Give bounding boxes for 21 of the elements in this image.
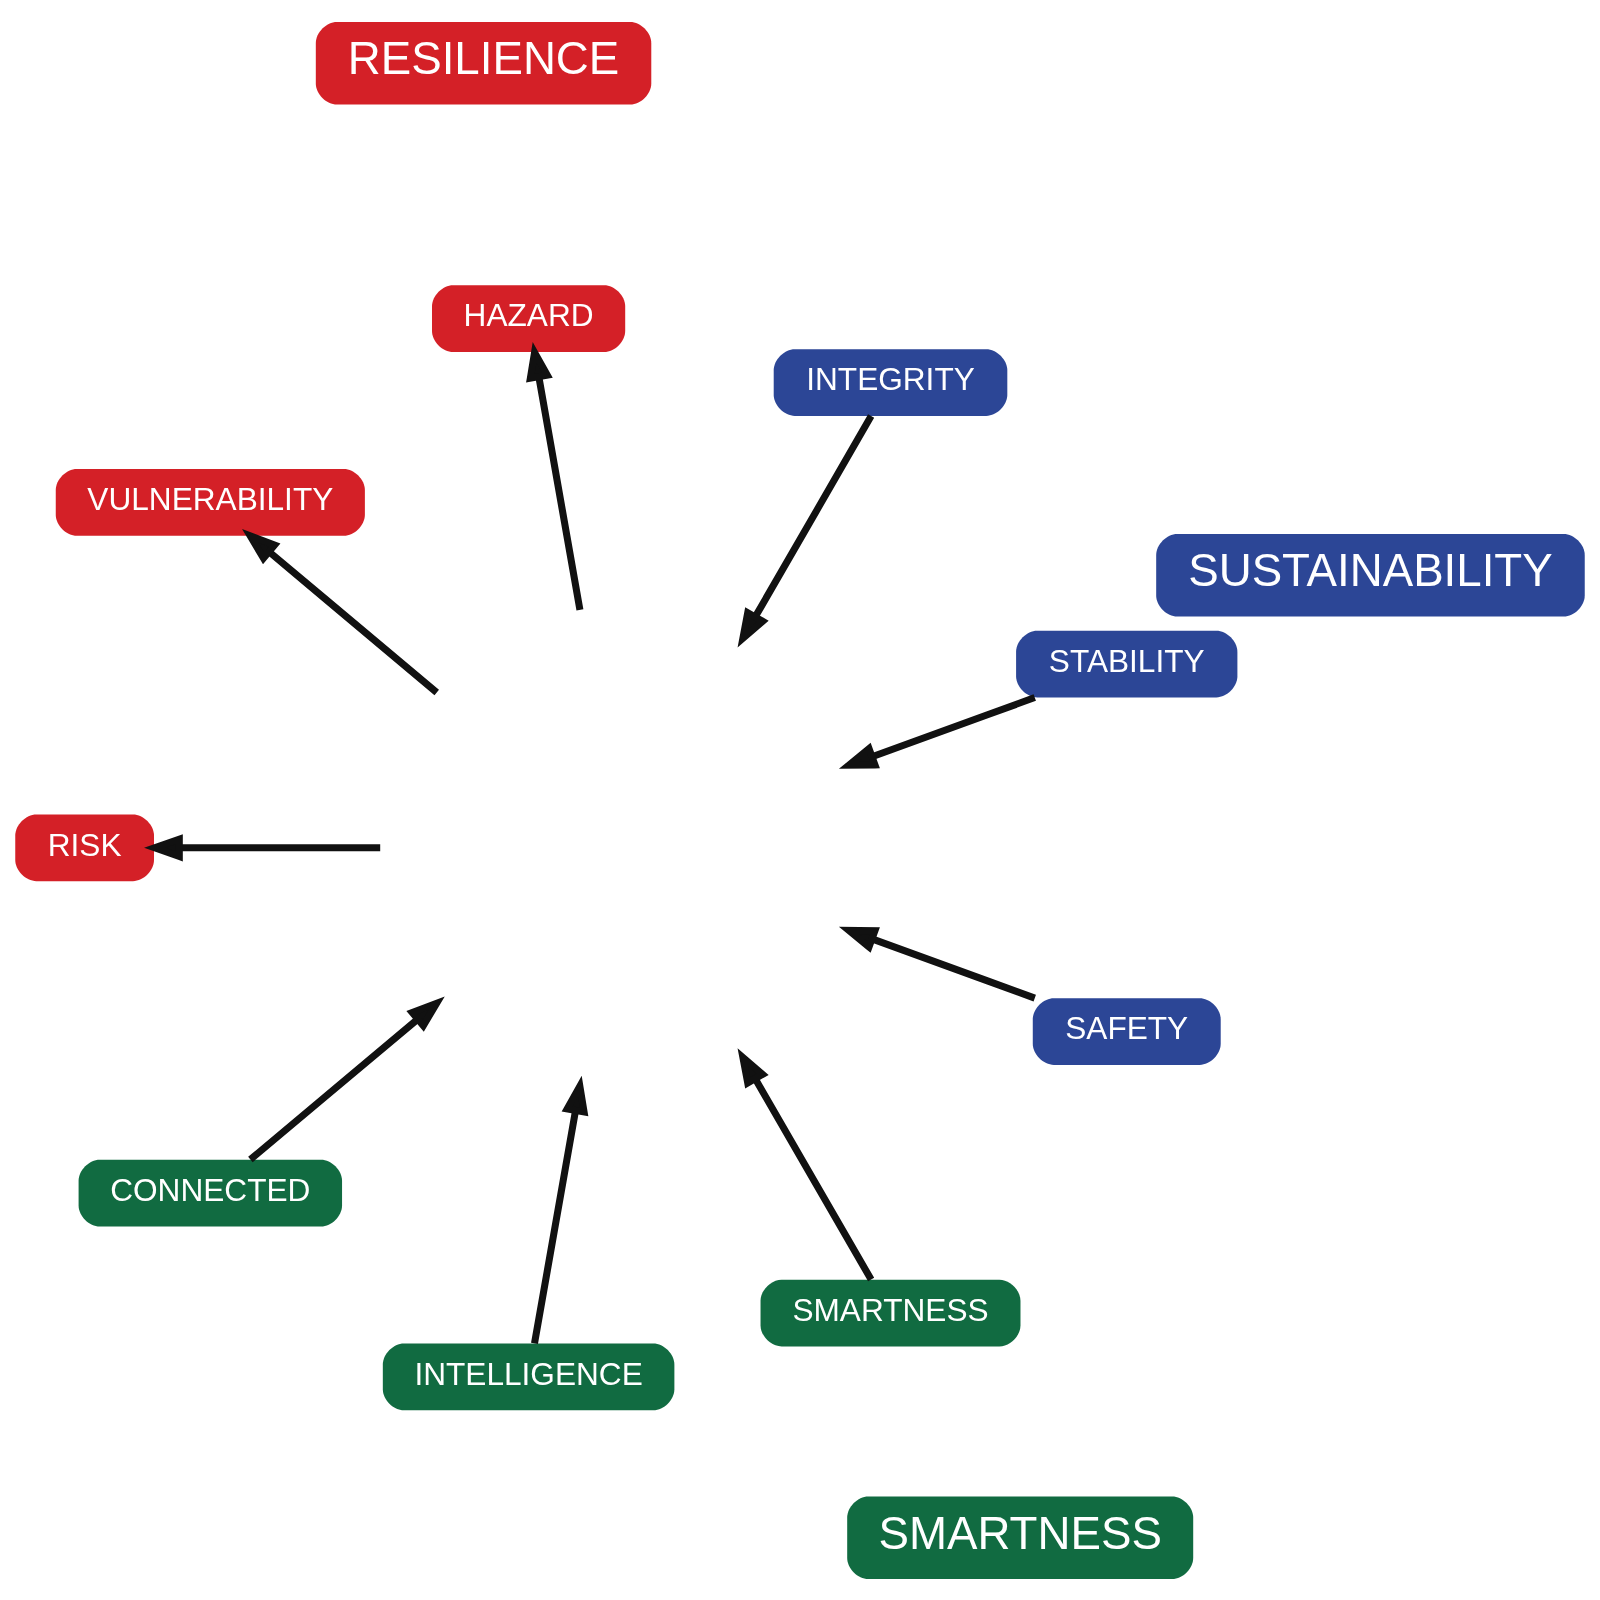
node-box: INTEGRITY — [773, 348, 1008, 416]
arrow — [737, 413, 875, 647]
node-box: STABILITY — [1016, 630, 1238, 697]
node-box: SMARTNESS — [847, 1495, 1194, 1579]
arrow — [248, 995, 445, 1162]
arrow — [144, 833, 381, 861]
node-box: HAZARD — [432, 284, 626, 352]
arrow — [531, 1075, 589, 1344]
node-box: VULNERABILITY — [55, 468, 365, 536]
arrow — [838, 926, 1036, 1001]
node-box: CONNECTED — [78, 1159, 343, 1226]
arrow — [242, 528, 439, 695]
node-box: INTELLIGENCE — [382, 1343, 675, 1410]
node-box: SUSTAINABILITY — [1156, 533, 1585, 617]
arrow — [526, 341, 584, 610]
node-box: SAFETY — [1032, 997, 1221, 1065]
arrow — [838, 693, 1036, 769]
arrow — [737, 1047, 875, 1281]
node-box: SMARTNESS — [760, 1279, 1021, 1346]
node-box: RISK — [15, 813, 154, 881]
node-box: RESILIENCE — [315, 21, 652, 105]
